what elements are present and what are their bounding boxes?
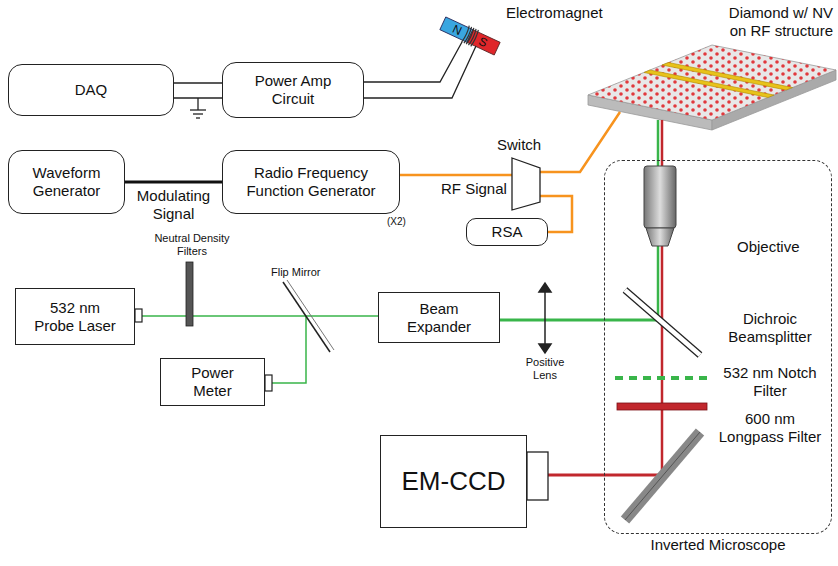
part-label: Flip Mirror [270, 266, 322, 279]
part-label: 600 nm Longpass Filter [712, 410, 828, 446]
node-text: Radio Frequency Function Generator [236, 164, 386, 200]
connector [548, 474, 604, 477]
objective-lens [644, 166, 676, 246]
part-label: Diamond w/ NV on RF structure [718, 4, 834, 40]
laser-box: 532 nm Probe Laser [15, 288, 135, 345]
notch-filter [615, 376, 708, 380]
dichroic-mirror [625, 290, 700, 355]
microscope-region: Inverted Microscope [604, 160, 832, 534]
laser-port [135, 309, 142, 322]
longpass-filter [617, 403, 707, 410]
connector [174, 82, 222, 83]
amplifier-box: Power Amp Circuit [222, 62, 364, 118]
node-text: RSA [492, 223, 523, 241]
node-text: Power Meter [183, 364, 243, 400]
positive-lens [539, 283, 551, 353]
part-label: Dichroic Beamsplitter [712, 310, 828, 346]
meter-box: Power Meter [160, 358, 265, 406]
node-text: Waveform Generator [17, 164, 117, 200]
ground-symbol [190, 98, 206, 118]
part-label: 532 nm Notch Filter [712, 364, 828, 400]
part-label: Positive Lens [512, 356, 578, 382]
node-text: EM-CCD [402, 466, 506, 497]
signal-label: RF Signal [440, 180, 508, 198]
fold-mirror [625, 432, 700, 520]
connector [142, 315, 378, 317]
diamond-slab [588, 45, 836, 130]
dichroic-mirror [625, 290, 700, 355]
expander-box: Beam Expander [378, 292, 500, 343]
connector [125, 181, 222, 184]
part-label: Electromagnet [505, 4, 604, 22]
node-text: Beam Expander [399, 300, 479, 336]
electromagnet-bar [439, 15, 501, 57]
connector [500, 319, 604, 322]
node-text: 532 nm Probe Laser [30, 299, 120, 335]
rf-line [540, 112, 620, 172]
part-label: Neutral Density Filters [140, 232, 244, 258]
part-label: Switch [496, 136, 542, 154]
node-text: Inverted Microscope [605, 536, 831, 554]
flip-mirror [287, 280, 334, 350]
generator-box: Radio Frequency Function Generator [222, 150, 400, 214]
node-text: DAQ [75, 81, 108, 99]
wire [364, 42, 462, 82]
node-text: Power Amp Circuit [243, 72, 343, 108]
signal-label: Modulating Signal [131, 187, 217, 223]
flip-mirror [283, 282, 330, 352]
switch-symbol [512, 158, 540, 210]
red-beam [604, 474, 662, 477]
daq-box: DAQ [8, 64, 174, 116]
nd-filter [186, 262, 193, 326]
count-label: (X2) [386, 216, 407, 228]
fold-mirror [625, 432, 700, 520]
meter-port [265, 375, 272, 391]
generator-box: Waveform Generator [8, 150, 125, 214]
connector [272, 316, 306, 383]
camera-port [527, 452, 548, 500]
wire [364, 46, 476, 98]
part-label: Objective [736, 238, 801, 256]
analyzer-box: RSA [466, 218, 548, 246]
camera-box: EM-CCD [380, 435, 527, 528]
